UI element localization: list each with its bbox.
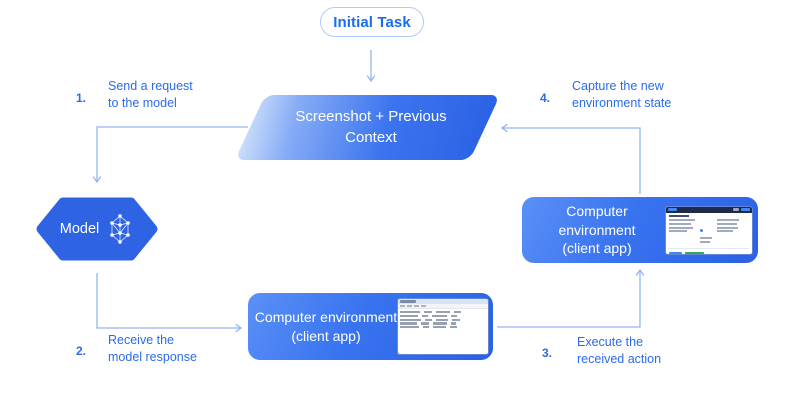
step-2-number: 2. [76, 344, 87, 358]
step-4-number: 4. [540, 91, 551, 105]
computer-environment-right: Computer environment (client app) [522, 197, 758, 263]
thumbnail-menubar [398, 304, 488, 309]
thumbnail-titlebar [398, 299, 488, 304]
screenshot-context-label: Screenshot + Previous Context [266, 95, 476, 160]
web-app-thumbnail [666, 206, 752, 254]
desktop-app-thumbnail [398, 299, 488, 354]
arrow-env-to-context [500, 123, 641, 194]
arrow-context-to-model [92, 126, 248, 184]
env-bottom-line2: (client app) [291, 327, 361, 344]
env-right-line2: (client app) [562, 240, 632, 257]
step-3-number: 3. [542, 346, 553, 360]
initial-task-label: Initial Task [333, 13, 411, 31]
thumbnail-blue-button [669, 251, 682, 254]
screenshot-context-line1: Screenshot + Previous [295, 108, 447, 126]
env-bottom-line1: Computer environment [254, 308, 398, 325]
env-right-label: Computer environment (client app) [522, 202, 666, 259]
initial-task-pill: Initial Task [320, 7, 424, 37]
thumbnail-header [666, 206, 752, 213]
thumbnail-body [666, 213, 752, 254]
screenshot-context-line2: Context [345, 128, 397, 146]
env-right-line1: Computer environment [558, 202, 636, 238]
model-node: Model [33, 193, 161, 265]
model-label: Model [59, 221, 100, 237]
arrow-model-to-env [96, 273, 243, 333]
computer-environment-bottom: Computer environment (client app) [248, 293, 493, 360]
env-bottom-label: Computer environment (client app) [248, 308, 398, 346]
model-hexagon [36, 197, 158, 261]
arrow-env-to-env [497, 268, 645, 328]
step-1-number: 1. [76, 91, 87, 105]
neural-network-icon [110, 214, 131, 244]
thumbnail-green-button [685, 251, 704, 254]
thumbnail-table [398, 309, 488, 332]
